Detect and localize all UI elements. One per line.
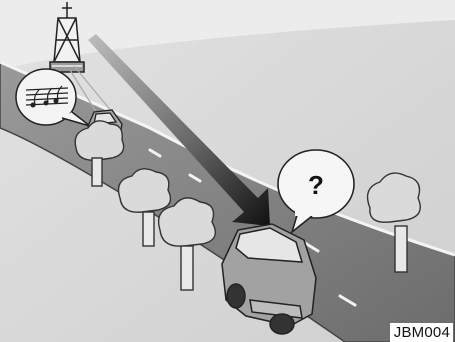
bubble-question-mark: ? xyxy=(308,170,324,200)
figure-code-label: JBM004 xyxy=(390,323,453,342)
